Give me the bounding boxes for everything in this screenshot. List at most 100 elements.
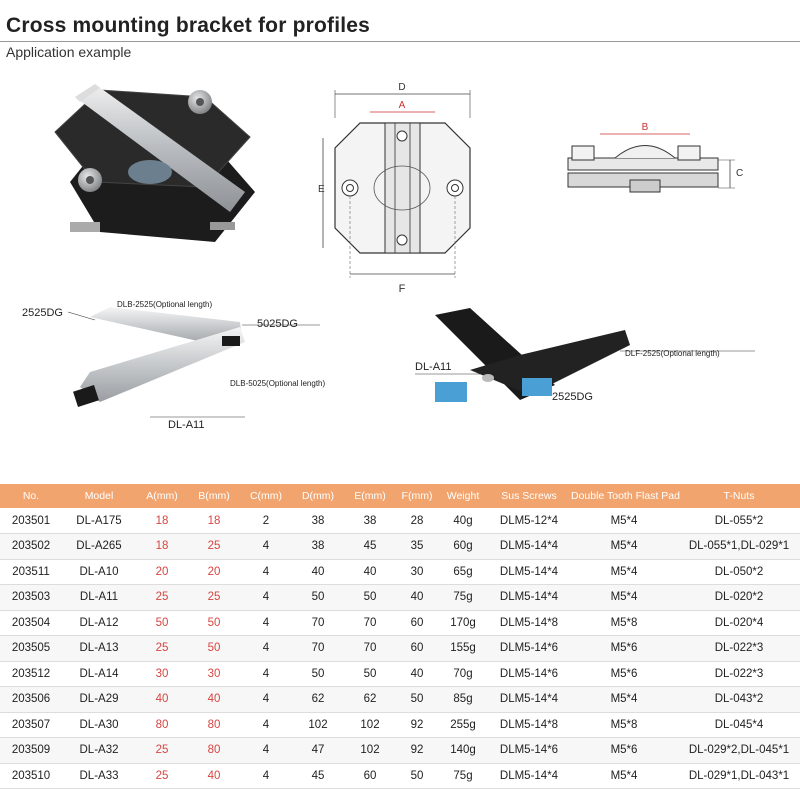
table-cell: DL-A33 [62, 763, 136, 789]
table-cell: 60 [396, 635, 438, 662]
table-cell: M5*8 [570, 610, 678, 636]
table-cell: DL-A265 [62, 533, 136, 560]
table-cell: DL-029*1,DL-043*1 [678, 763, 800, 789]
table-cell: 4 [240, 763, 292, 789]
table-cell: DLM5-14*4 [488, 533, 570, 560]
table-cell: M5*4 [570, 559, 678, 585]
table-cell: 203502 [0, 533, 62, 560]
table-cell: 65g [438, 559, 488, 585]
table-cell: 60 [344, 763, 396, 789]
table-cell: DLM5-12*4 [488, 508, 570, 534]
table-cell: 4 [240, 584, 292, 611]
column-header: C(mm) [240, 484, 292, 508]
product-photo [40, 72, 270, 252]
table-cell: 80 [136, 712, 188, 738]
table-cell: DL-050*2 [678, 559, 800, 585]
column-header: A(mm) [136, 484, 188, 508]
table-cell: DL-022*3 [678, 661, 800, 687]
table-cell: DL-A14 [62, 661, 136, 687]
table-cell: 50 [344, 661, 396, 687]
table-cell: DLM5-14*6 [488, 661, 570, 687]
table-cell: 62 [292, 686, 344, 713]
table-cell: 203506 [0, 686, 62, 713]
table-cell: 92 [396, 712, 438, 738]
table-cell: 203509 [0, 737, 62, 764]
table-cell: 40 [396, 661, 438, 687]
table-cell: 4 [240, 610, 292, 636]
table-cell: DL-045*4 [678, 712, 800, 738]
table-cell: 50 [292, 661, 344, 687]
column-header: F(mm) [396, 484, 438, 508]
page-subtitle: Application example [6, 44, 132, 60]
table-cell: 4 [240, 533, 292, 560]
table-cell: 140g [438, 737, 488, 764]
assembly-right: DL-A11 DLF-2525(Optional length) 2525DG [410, 300, 770, 420]
column-header: B(mm) [188, 484, 240, 508]
table-cell: M5*6 [570, 737, 678, 764]
table-cell: 92 [396, 737, 438, 764]
table-cell: DLM5-14*6 [488, 635, 570, 662]
table-cell: 4 [240, 559, 292, 585]
table-cell: 30 [396, 559, 438, 585]
label-2525dg-right: 2525DG [552, 391, 593, 403]
table-cell: DL-A30 [62, 712, 136, 738]
table-cell: 155g [438, 635, 488, 662]
table-cell: 20 [188, 559, 240, 585]
table-cell: 60 [396, 610, 438, 636]
table-cell: DL-A10 [62, 559, 136, 585]
table-cell: 70 [292, 610, 344, 636]
table-cell: DL-A32 [62, 737, 136, 764]
table-cell: 70 [344, 635, 396, 662]
column-header: Double Tooth Flast Pad [570, 484, 680, 508]
table-cell: 40 [292, 559, 344, 585]
table-cell: 203511 [0, 559, 62, 585]
table-cell: M5*4 [570, 686, 678, 713]
table-cell: DL-029*2,DL-045*1 [678, 737, 800, 764]
table-cell: 50 [292, 584, 344, 611]
table-cell: DLM5-14*4 [488, 584, 570, 611]
table-cell: 25 [136, 635, 188, 662]
table-cell: DL-055*1,DL-029*1 [678, 533, 800, 560]
label-dl-a11-left: DL-A11 [168, 419, 204, 431]
table-cell: DLM5-14*6 [488, 737, 570, 764]
dim-e-label: E [318, 184, 325, 195]
table-cell: 40 [136, 686, 188, 713]
table-cell: 2 [240, 508, 292, 534]
table-cell: M5*6 [570, 661, 678, 687]
table-cell: 102 [292, 712, 344, 738]
table-cell: DLM5-14*8 [488, 610, 570, 636]
table-cell: DLM5-14*4 [488, 763, 570, 789]
dim-f-label: F [399, 283, 406, 295]
table-cell: 30 [136, 661, 188, 687]
column-header: Sus Screws [488, 484, 570, 508]
table-cell: 40 [344, 559, 396, 585]
table-cell: 18 [136, 533, 188, 560]
table-cell: 80 [188, 737, 240, 764]
table-cell: DL-A29 [62, 686, 136, 713]
table-cell: M5*4 [570, 533, 678, 560]
table-cell: 75g [438, 763, 488, 789]
assembly-left: 2525DG DLB-2525(Optional length) 5025DG … [20, 292, 380, 442]
table-cell: DL-A13 [62, 635, 136, 662]
dim-a-label: A [399, 100, 406, 111]
table-cell: 35 [396, 533, 438, 560]
table-cell: 28 [396, 508, 438, 534]
table-cell: 255g [438, 712, 488, 738]
table-cell: 50 [136, 610, 188, 636]
column-header: D(mm) [292, 484, 344, 508]
table-cell: 70g [438, 661, 488, 687]
table-cell: 40 [188, 686, 240, 713]
table-cell: 75g [438, 584, 488, 611]
table-cell: 4 [240, 661, 292, 687]
label-2525dg: 2525DG [22, 307, 63, 319]
